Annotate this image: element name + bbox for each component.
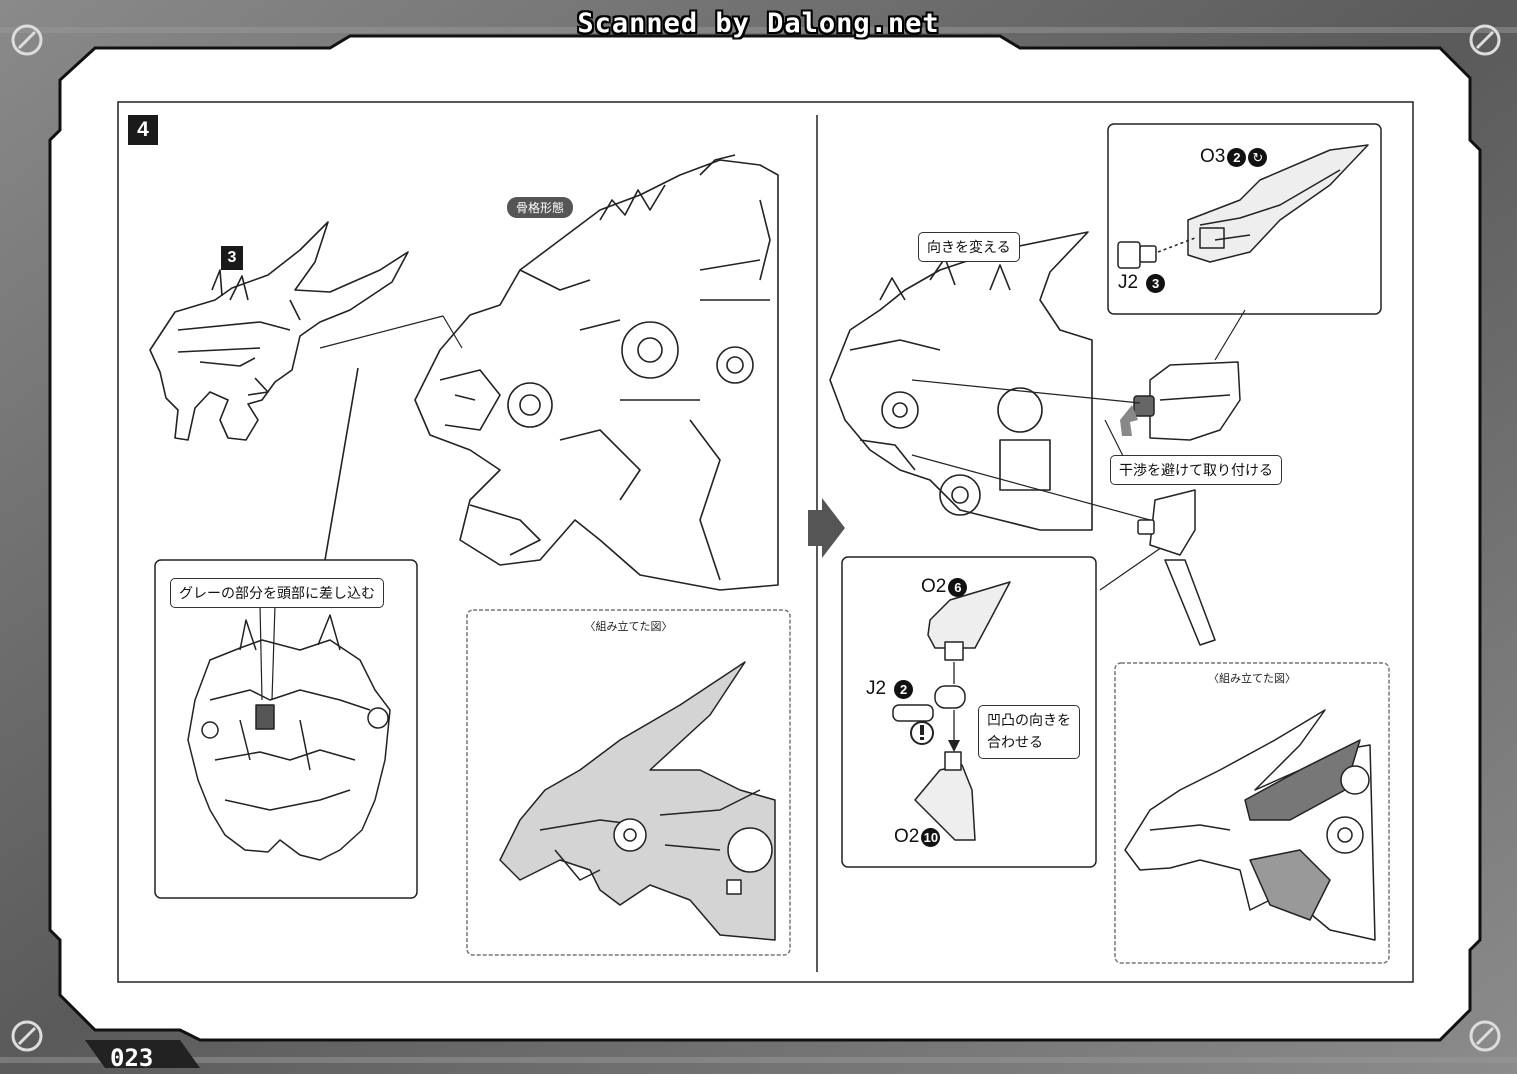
part-label-o2-bottom: O2 10: [894, 826, 941, 848]
assembled-head-right-drawing: [1124, 709, 1376, 941]
part-label-o2-top: O2 6: [921, 576, 968, 598]
side-armor-part-drawing: [1133, 361, 1241, 441]
align-line-2: 合わせる: [987, 735, 1043, 751]
head-back-drawing: [187, 614, 391, 861]
part-label-o3: O3 2 ↻: [1200, 146, 1268, 168]
sticker-icon: ↻: [1248, 147, 1268, 167]
part-number-badge: 10: [921, 827, 941, 847]
part-number-badge: 2: [894, 679, 914, 699]
skeleton-mode-label: 骨格形態: [507, 197, 574, 218]
sub-step-reference-badge: 3: [221, 246, 243, 270]
head-mounted-drawing: [829, 231, 1093, 531]
watermark: Scanned by Dalong.net: [577, 8, 940, 39]
rotate-arrow-icon: [1120, 405, 1138, 436]
part-label-j2-mid: J2 2: [866, 678, 914, 700]
part-label-j2-top: J2 3: [1118, 272, 1166, 294]
part-code: O3: [1200, 146, 1226, 167]
step-number-badge: 4: [128, 115, 158, 145]
change-direction-instruction: 向きを変える: [918, 232, 1020, 262]
assembled-view-label-left: 〈組み立てた図〉: [584, 620, 673, 633]
align-orientation-instruction: 凹凸の向きを 合わせる: [978, 705, 1080, 759]
assembled-view-label-right: 〈組み立てた図〉: [1208, 672, 1296, 685]
part-code: O2: [894, 826, 920, 847]
part-number-badge: 3: [1146, 273, 1166, 293]
part-code: O2: [921, 576, 947, 597]
assembled-head-left-drawing: [499, 661, 776, 941]
part-code: J2: [866, 678, 887, 699]
corner-ornaments: [11, 24, 1501, 1052]
insert-gray-instruction: グレーの部分を頭部に差し込む: [170, 578, 384, 608]
leg-armor-part-drawing: [1137, 489, 1216, 646]
head-part-drawing: [149, 221, 409, 441]
page-number: 023: [110, 1044, 154, 1072]
part-code: J2: [1118, 272, 1139, 293]
avoid-interference-instruction: 干渉を避けて取り付ける: [1110, 455, 1282, 485]
exploded-parts-drawing: [892, 581, 1011, 841]
align-line-1: 凹凸の向きを: [987, 713, 1071, 729]
part-number-badge: 6: [948, 577, 968, 597]
armor-blade-part-drawing: [1187, 144, 1369, 263]
skeleton-body-drawing: [414, 154, 779, 591]
step-arrow: [808, 498, 845, 558]
part-number-badge: 2: [1227, 147, 1247, 167]
joint-j2-drawing: [1117, 241, 1157, 269]
caution-icon: [910, 721, 934, 745]
